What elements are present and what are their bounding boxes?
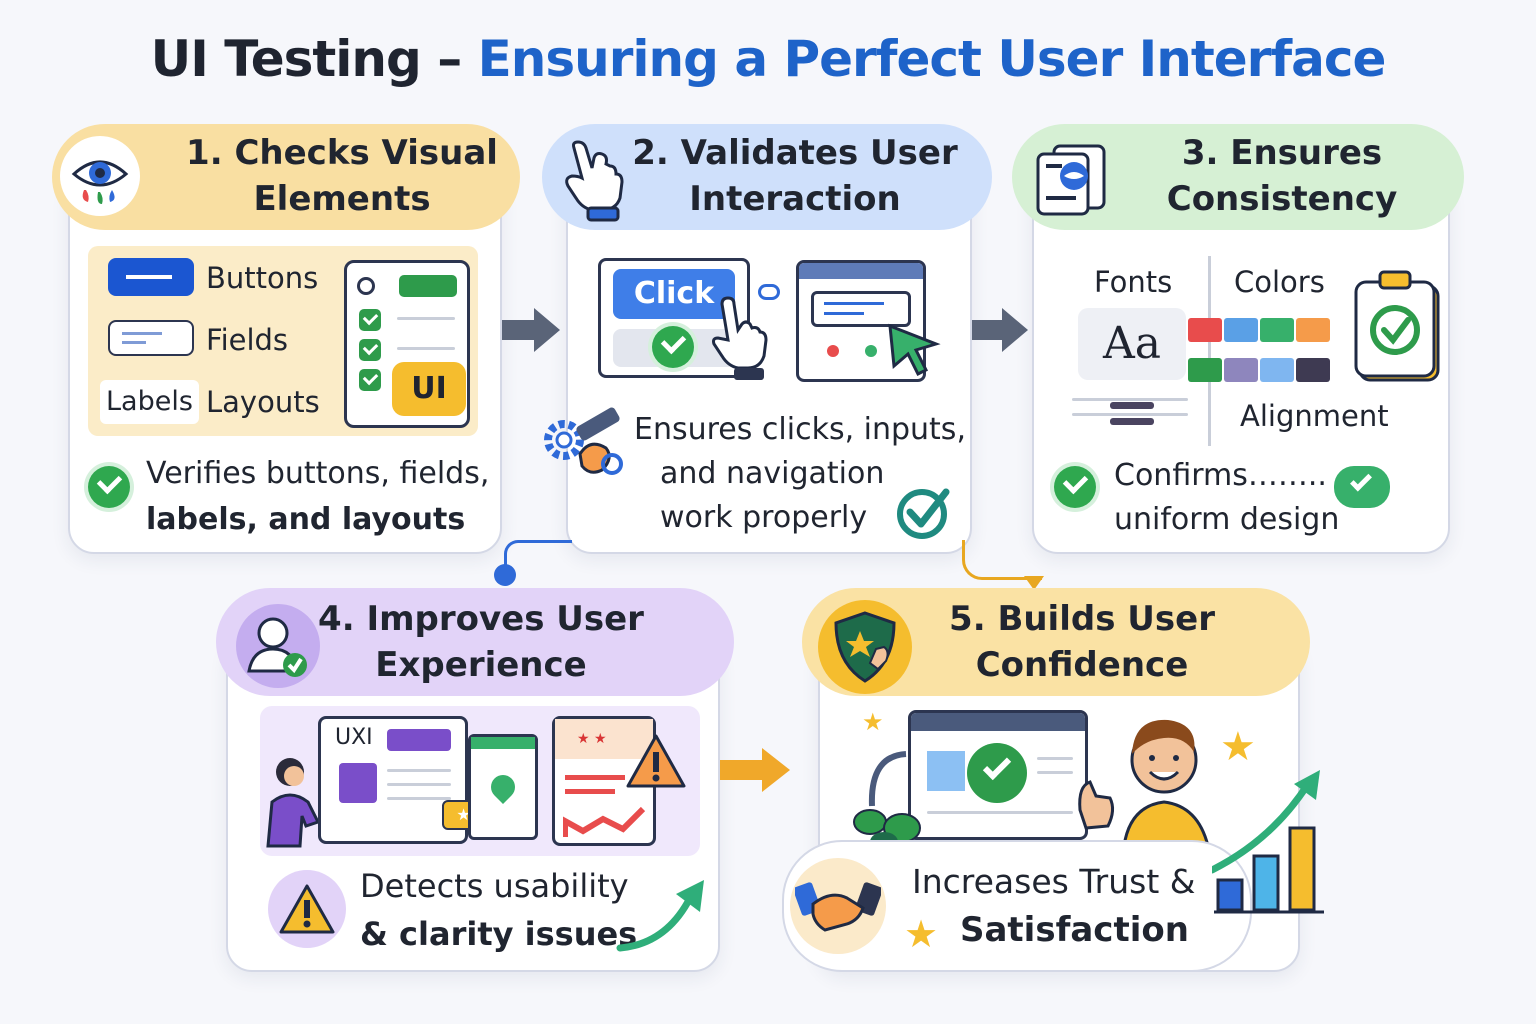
button-sample bbox=[108, 258, 194, 296]
warning-icon bbox=[624, 732, 688, 794]
card-experience-desc-1: Detects usability bbox=[360, 867, 629, 905]
eye-icon bbox=[60, 136, 140, 216]
title-part-1: UI Testing – bbox=[150, 30, 463, 88]
flow-arrowhead-4-5 bbox=[762, 748, 790, 792]
clipboard-check-icon bbox=[1352, 270, 1444, 390]
pointer-hand-icon bbox=[706, 296, 776, 386]
check-circle-icon bbox=[894, 482, 954, 546]
color-swatch bbox=[1260, 358, 1294, 382]
user-figure-icon bbox=[256, 752, 336, 856]
flow-arrowhead-1-2 bbox=[534, 308, 560, 352]
card-visual-title-1: 1. Checks Visual bbox=[186, 133, 498, 173]
color-swatch bbox=[1188, 358, 1222, 382]
check-icon bbox=[1054, 466, 1096, 508]
click-button[interactable]: Click bbox=[613, 269, 735, 319]
card-visual-header: 1. Checks Visual Elements bbox=[52, 124, 520, 230]
card-interaction-header: 2. Validates User Interaction bbox=[542, 124, 992, 230]
card-interaction-desc-1: Ensures clicks, inputs, bbox=[634, 412, 966, 447]
color-swatch bbox=[1296, 318, 1330, 342]
color-swatch bbox=[1188, 318, 1222, 342]
card-visual-desc-1: Verifies buttons, fields, bbox=[146, 456, 490, 491]
uxi-label: UXI bbox=[335, 725, 373, 750]
check-badge-icon bbox=[1334, 466, 1390, 508]
card-visual-desc-2: labels, and layouts bbox=[146, 502, 466, 537]
cursor-icon bbox=[886, 322, 942, 382]
font-sample-box: Aa bbox=[1078, 308, 1186, 380]
color-swatch bbox=[1296, 358, 1330, 382]
link-icon bbox=[758, 284, 780, 300]
check-icon bbox=[652, 326, 694, 368]
sparkle-star: ★ bbox=[862, 708, 884, 736]
color-swatch bbox=[1224, 358, 1258, 382]
legend-fields: Fields bbox=[206, 323, 289, 357]
warning-icon bbox=[268, 870, 346, 948]
field-sample bbox=[108, 320, 194, 356]
check-icon bbox=[88, 466, 130, 508]
card-interaction-title-2: Interaction bbox=[689, 179, 901, 219]
checklist-window bbox=[344, 260, 470, 428]
divider-vertical bbox=[1208, 256, 1211, 446]
star-icon: ★ bbox=[904, 912, 939, 956]
hand-pointer-icon bbox=[558, 138, 638, 226]
gear-icon bbox=[540, 404, 630, 488]
legend-labels: Labels bbox=[100, 380, 199, 424]
browser-window bbox=[796, 260, 926, 382]
trend-arrow-icon bbox=[616, 874, 712, 958]
shield-star-icon bbox=[818, 600, 912, 694]
flow-arrow-1-2 bbox=[502, 320, 536, 340]
label-alignment: Alignment bbox=[1240, 399, 1389, 433]
card-interaction-desc-3: work properly bbox=[660, 500, 868, 535]
card-interaction-title-1: 2. Validates User bbox=[632, 133, 958, 173]
flow-arrowhead-2-3 bbox=[1002, 308, 1028, 352]
documents-icon bbox=[1032, 140, 1112, 224]
card-experience-title-1: 4. Improves User bbox=[318, 599, 644, 639]
card-consistency-desc-1: Confirms…….. bbox=[1114, 458, 1327, 493]
legend-buttons: Buttons bbox=[206, 261, 319, 295]
legend-layouts: Layouts bbox=[206, 385, 320, 419]
label-colors: Colors bbox=[1234, 265, 1325, 299]
flow-arrow-4-5 bbox=[720, 760, 764, 780]
user-check-icon bbox=[236, 604, 320, 688]
card-experience-title-2: Experience bbox=[375, 645, 587, 685]
card-confidence-title-2: Confidence bbox=[975, 645, 1189, 685]
handshake-icon bbox=[790, 858, 886, 954]
color-swatch bbox=[1260, 318, 1294, 342]
success-window bbox=[908, 710, 1088, 840]
alignment-lines-icon bbox=[1072, 396, 1188, 430]
map-window bbox=[468, 734, 538, 840]
card-experience-desc-2: & clarity issues bbox=[360, 915, 638, 953]
color-swatch bbox=[1224, 318, 1258, 342]
card-confidence-desc-2: Satisfaction bbox=[960, 910, 1189, 950]
ui-badge: UI bbox=[392, 362, 466, 416]
title-part-2: Ensuring a Perfect User Interface bbox=[477, 30, 1387, 88]
card-confidence-title-1: 5. Builds User bbox=[949, 599, 1215, 639]
card-confidence-desc-1: Increases Trust & bbox=[912, 862, 1196, 901]
happy-person-icon bbox=[1074, 706, 1254, 850]
label-fonts: Fonts bbox=[1094, 265, 1173, 299]
card-consistency-desc-2: uniform design bbox=[1114, 502, 1340, 537]
card-consistency-title-1: 3. Ensures bbox=[1181, 133, 1383, 173]
connector-3-5 bbox=[962, 540, 1042, 580]
connector-arrow bbox=[1024, 576, 1044, 590]
bar-chart-icon bbox=[1208, 770, 1328, 920]
page-title: UI Testing – Ensuring a Perfect User Int… bbox=[0, 30, 1536, 88]
sparkle-star-2: ★ bbox=[1220, 724, 1256, 770]
connector-2-4 bbox=[504, 540, 572, 572]
connector-dot bbox=[494, 564, 516, 586]
flow-arrow-2-3 bbox=[972, 320, 1004, 340]
card-consistency-title-2: Consistency bbox=[1166, 179, 1398, 219]
card-interaction-desc-2: and navigation bbox=[660, 456, 885, 491]
card-visual-title-2: Elements bbox=[253, 179, 431, 219]
